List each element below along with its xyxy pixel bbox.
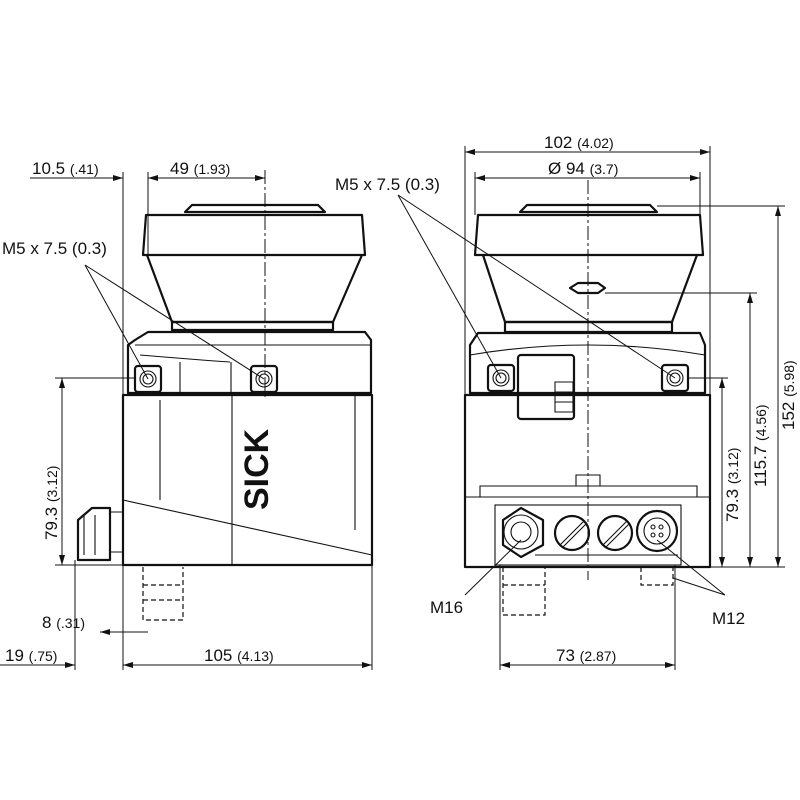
mount-band [468, 331, 707, 395]
dim-mount-spacing: 49 (1.93) [170, 159, 230, 178]
thread-callout-right: M5 x 7.5 (0.3) [335, 175, 440, 194]
m12-connector-icon [635, 509, 679, 553]
connector-dashed [142, 567, 184, 621]
dim-depth: 105 (4.13) [204, 646, 274, 665]
dimension-labels: 10.5 (.41) 49 (1.93) 102 (4.02) Ø 94 (3.… [2, 133, 798, 665]
optics-cone [145, 254, 364, 324]
dim-offset-left: 10.5 (.41) [32, 159, 99, 178]
screw-icon [486, 363, 516, 393]
top-dome [183, 203, 327, 214]
blind-plug-icon [596, 514, 634, 552]
optics-cap [473, 213, 705, 257]
sick-logo: SICK [238, 428, 276, 510]
dim-gland-protrusion: 19 (.75) [5, 646, 57, 665]
dim-connector-spacing: 73 (2.87) [556, 646, 616, 665]
thread-callout-left: M5 x 7.5 (0.3) [2, 239, 107, 258]
screw-icon [249, 364, 279, 394]
callout-m16: M16 [430, 598, 463, 617]
dimension-lines [0, 146, 785, 670]
m16-gland-icon [501, 506, 545, 559]
top-dome [518, 203, 659, 214]
dim-diameter: Ø 94 (3.7) [548, 159, 618, 178]
cone-base [170, 320, 335, 332]
status-window [516, 353, 576, 421]
optics-cone [481, 254, 699, 324]
optics-cap [141, 213, 367, 257]
callout-m12: M12 [712, 609, 745, 628]
mount-band [126, 330, 373, 395]
front-view [463, 180, 712, 616]
dim-width-total: 102 (4.02) [544, 133, 614, 152]
dim-height-mount-right: 79.3 (3.12) [723, 448, 742, 522]
optics-window [568, 281, 607, 295]
side-view: SICK [76, 170, 374, 621]
blind-plug-icon [553, 514, 591, 552]
dim-height-optics: 115.7 (4.56) [751, 404, 770, 487]
cable-gland-icon [76, 506, 124, 562]
dim-height-total: 152 (5.98) [779, 360, 798, 430]
dim-gland-offset: 8 (.31) [42, 613, 85, 632]
dim-height-mount-left: 79.3 (3.12) [42, 466, 61, 540]
screw-icon [133, 364, 163, 394]
